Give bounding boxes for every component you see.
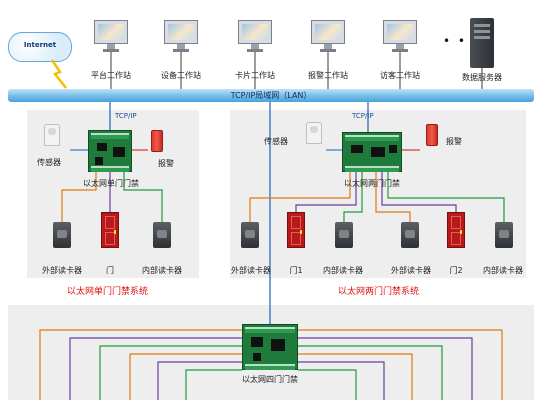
door-label: 门2 bbox=[449, 266, 463, 275]
controller-label: 以太网两门门禁 bbox=[344, 179, 400, 188]
card-reader-icon bbox=[495, 222, 513, 248]
reader-out-label: 外部读卡器 bbox=[42, 266, 82, 275]
reader-in-label: 内部读卡器 bbox=[142, 266, 182, 275]
door-icon bbox=[447, 212, 465, 248]
card-reader-icon bbox=[335, 222, 353, 248]
door-icon bbox=[101, 212, 119, 248]
controller-board-icon bbox=[88, 130, 132, 172]
card-reader-icon bbox=[401, 222, 419, 248]
internet-cloud-icon: Internet bbox=[8, 32, 72, 62]
tcp-label: TCP/IP bbox=[115, 112, 137, 120]
reader-in-label: 内部读卡器 bbox=[323, 266, 363, 275]
lan-bus-bar: TCP/IP局域网（LAN） bbox=[8, 89, 534, 102]
controller-board-icon bbox=[242, 324, 298, 370]
alarm-label: 报警 bbox=[158, 159, 174, 168]
door-label: 门1 bbox=[289, 266, 303, 275]
reader-in-label: 内部读卡器 bbox=[483, 266, 523, 275]
door-icon bbox=[287, 212, 305, 248]
two-door-caption: 以太网两门门禁系统 bbox=[338, 287, 420, 297]
reader-out-label: 外部读卡器 bbox=[231, 266, 271, 275]
reader-out-label: 外部读卡器 bbox=[391, 266, 431, 275]
internet-label: Internet bbox=[23, 41, 57, 49]
alarm-label: 报警 bbox=[446, 137, 462, 146]
alarm-siren-icon bbox=[151, 130, 163, 152]
workstation-monitor-icon bbox=[164, 20, 198, 52]
sensor-label: 传感器 bbox=[264, 137, 288, 146]
workstation-monitor-icon bbox=[383, 20, 417, 52]
tcp-label: TCP/IP bbox=[352, 112, 374, 120]
workstation-monitor-icon bbox=[238, 20, 272, 52]
controller-label: 以太网单门门禁 bbox=[83, 179, 139, 188]
card-reader-icon bbox=[53, 222, 71, 248]
sensor-icon bbox=[44, 124, 60, 146]
card-reader-icon bbox=[241, 222, 259, 248]
card-reader-icon bbox=[153, 222, 171, 248]
controller-board-icon bbox=[342, 132, 402, 172]
controller-label: 以太网四门门禁 bbox=[242, 375, 298, 384]
lan-label: TCP/IP局域网（LAN） bbox=[230, 91, 312, 100]
sensor-label: 传感器 bbox=[37, 158, 61, 167]
alarm-siren-icon bbox=[426, 124, 438, 146]
server-tower-icon bbox=[470, 18, 494, 68]
workstation-monitor-icon bbox=[311, 20, 345, 52]
sensor-icon bbox=[306, 122, 322, 144]
workstation-monitor-icon bbox=[94, 20, 128, 52]
door-label: 门 bbox=[106, 266, 114, 275]
single-door-caption: 以太网单门门禁系统 bbox=[67, 287, 149, 297]
